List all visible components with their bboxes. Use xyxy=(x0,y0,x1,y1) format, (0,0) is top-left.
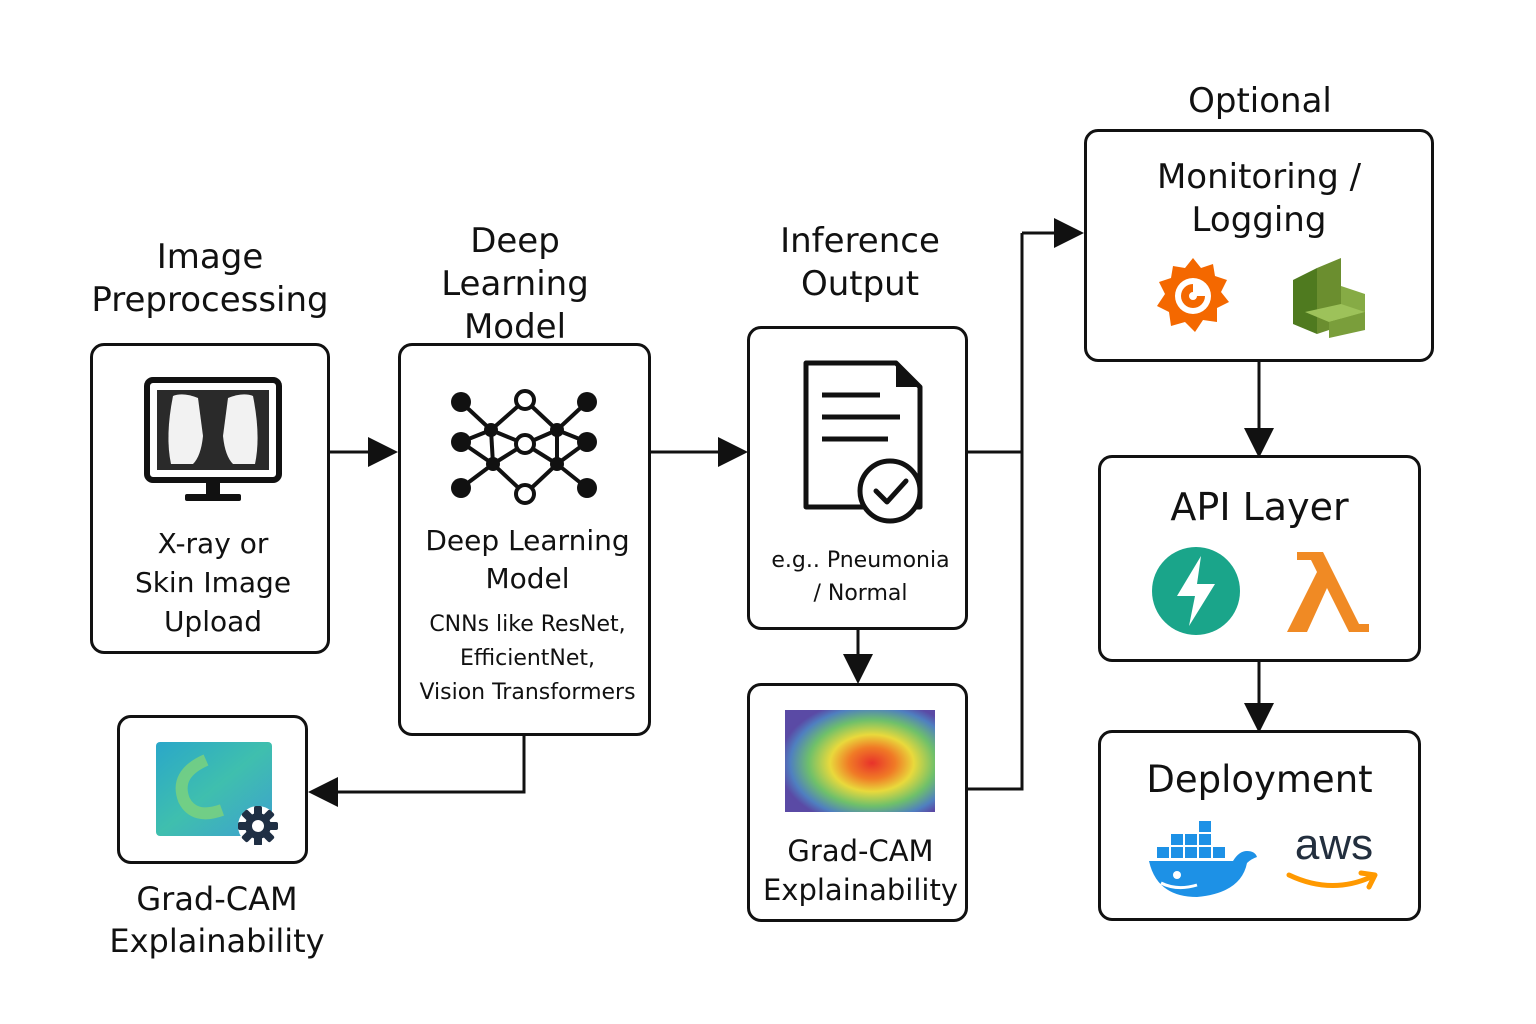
cloudwatch-icon xyxy=(1293,258,1365,338)
preprocess-heading: Image Preprocessing xyxy=(91,237,329,320)
api-box: API Layer xyxy=(1098,455,1421,662)
inference-text: e.g.. Pneumonia / Normal xyxy=(771,548,950,606)
inference-heading: Inference Output xyxy=(780,221,940,304)
preprocess-box: X-ray or Skin Image Upload xyxy=(90,343,330,654)
grafana-icon xyxy=(1157,258,1229,332)
aws-smile-icon xyxy=(1286,870,1378,890)
document-check-icon xyxy=(803,360,923,524)
docker-icon xyxy=(1149,821,1257,897)
xray-monitor-icon xyxy=(144,377,282,501)
gradcam-left-caption: Grad-CAM Explainability xyxy=(109,880,325,960)
aws-lambda-icon xyxy=(1287,552,1369,632)
monitoring-title: Monitoring / Logging xyxy=(1156,157,1362,240)
model-heading: Deep Learning Model xyxy=(441,221,589,347)
heatmap-icon xyxy=(785,710,935,812)
gradcam-center-box: Grad-CAM Explainability xyxy=(747,683,968,922)
gradcam-left-box xyxy=(117,715,308,864)
api-title: API Layer xyxy=(1170,485,1349,529)
model-title: Deep Learning Model xyxy=(425,524,630,595)
neural-network-icon xyxy=(451,389,597,505)
gradcam-center-text: Grad-CAM Explainability xyxy=(762,834,959,907)
optional-label: Optional xyxy=(1188,81,1332,121)
connector-gradcam-to-branch xyxy=(968,233,1024,791)
fastapi-icon xyxy=(1152,547,1240,635)
deployment-title: Deployment xyxy=(1146,758,1373,801)
heatmap-gear-icon xyxy=(156,742,278,845)
model-detail: CNNs like ResNet, EfficientNet, Vision T… xyxy=(419,612,636,705)
deployment-box: Deployment aws xyxy=(1098,730,1421,921)
model-box: Deep Learning Model CNNs like ResNet, Ef… xyxy=(398,343,651,736)
aws-logo-text: aws xyxy=(1294,820,1374,869)
inference-box: e.g.. Pneumonia / Normal xyxy=(747,326,968,630)
preprocess-text: X-ray or Skin Image Upload xyxy=(134,527,292,638)
monitoring-box: Monitoring / Logging xyxy=(1084,129,1434,362)
arrow-model-to-gradcam xyxy=(308,735,526,807)
